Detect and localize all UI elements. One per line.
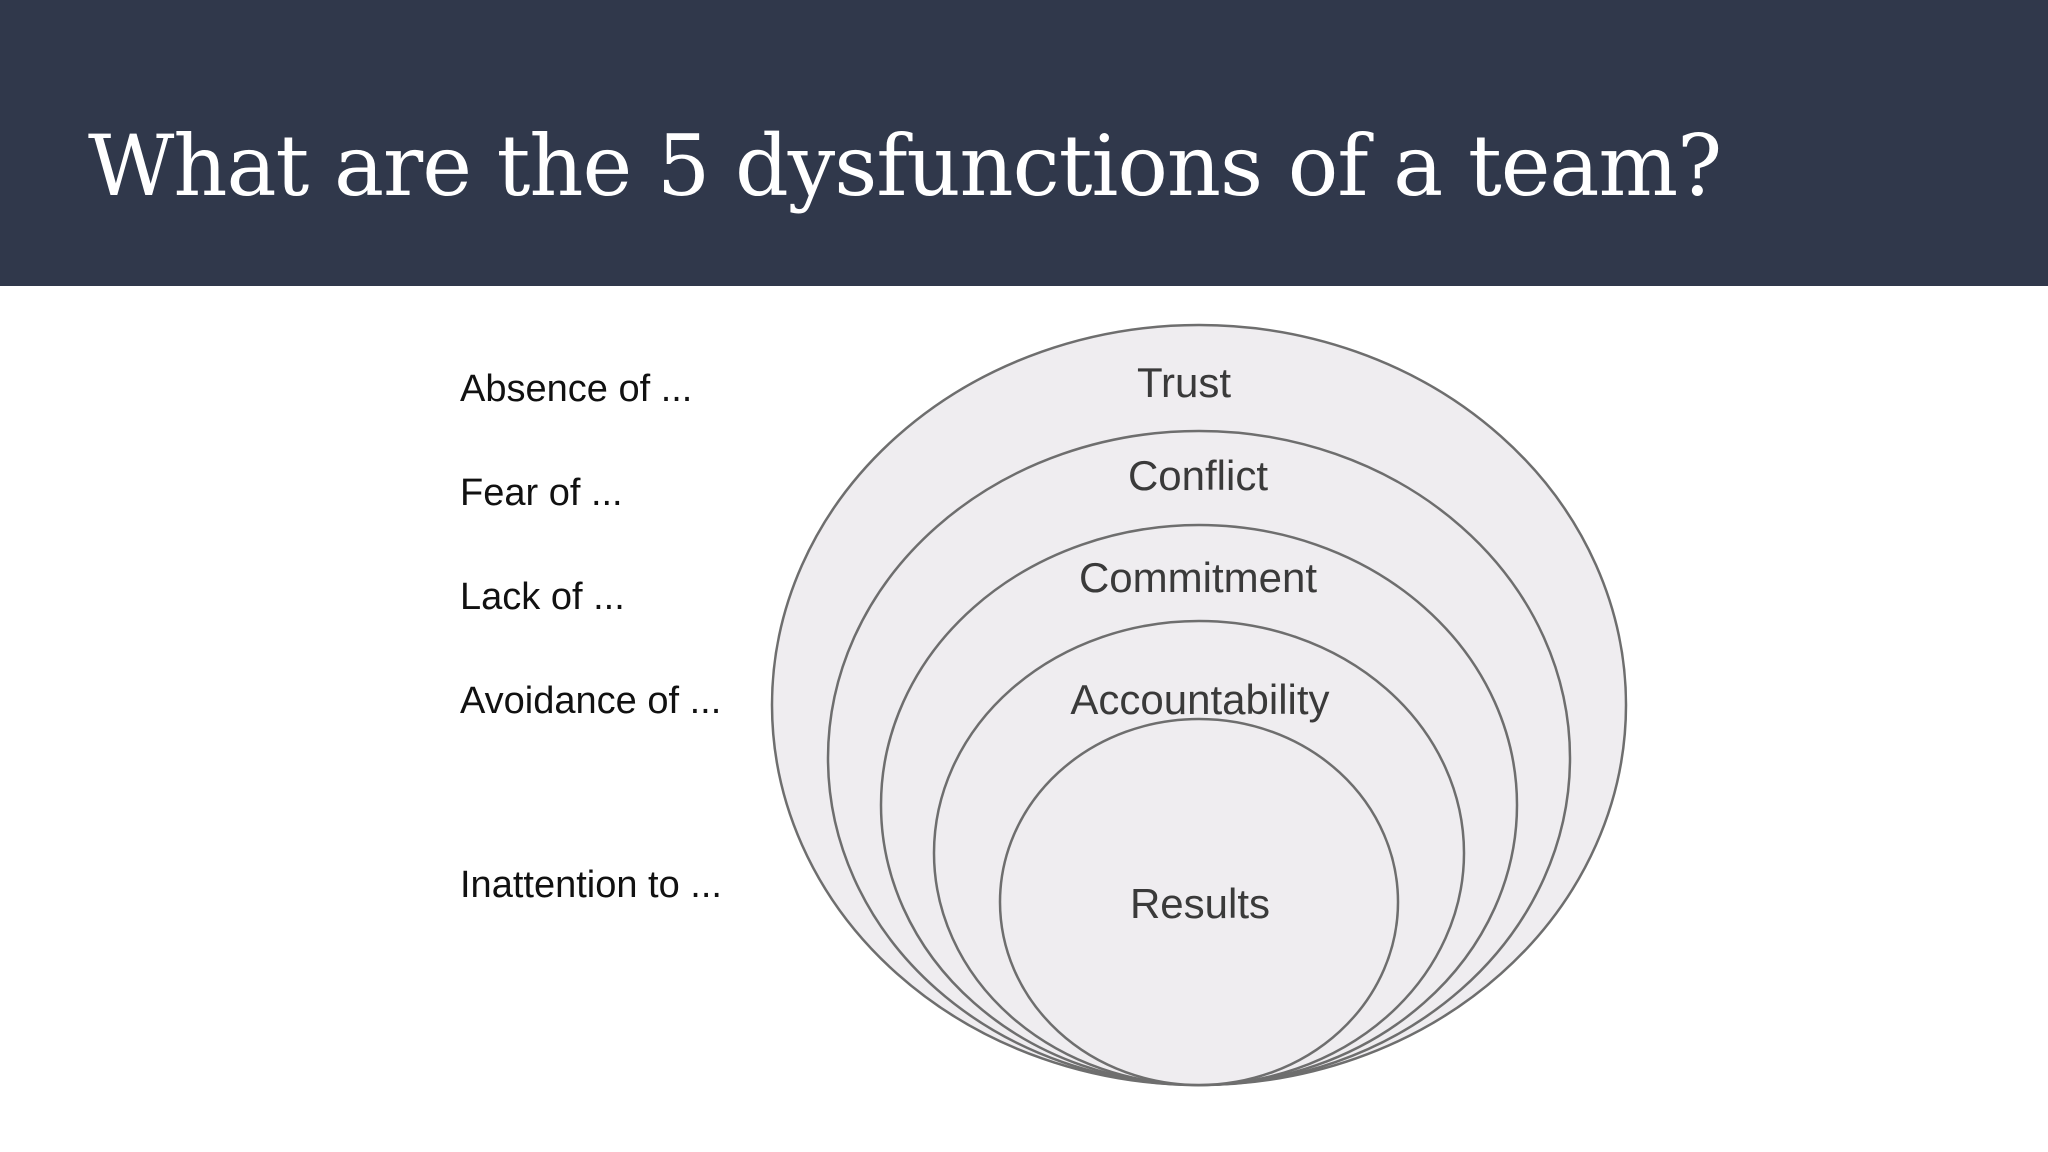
ring-results: [998, 717, 1400, 1087]
ring-label-results: Results: [1130, 880, 1270, 927]
prompt-lack: Lack of ...: [460, 576, 625, 618]
ring-label-commitment: Commitment: [1079, 554, 1317, 601]
prompt-avoidance: Avoidance of ...: [460, 680, 722, 722]
ring-label-conflict: Conflict: [1128, 452, 1268, 499]
prompt-inattention: Inattention to ...: [460, 864, 722, 906]
title-bar: What are the 5 dysfunctions of a team?: [0, 0, 2048, 286]
prompt-fear: Fear of ...: [460, 472, 623, 514]
ring-label-accountability: Accountability: [1070, 676, 1329, 723]
slide-title: What are the 5 dysfunctions of a team?: [88, 117, 1722, 215]
prompt-absence: Absence of ...: [460, 368, 693, 410]
ring-label-trust: Trust: [1137, 359, 1231, 406]
